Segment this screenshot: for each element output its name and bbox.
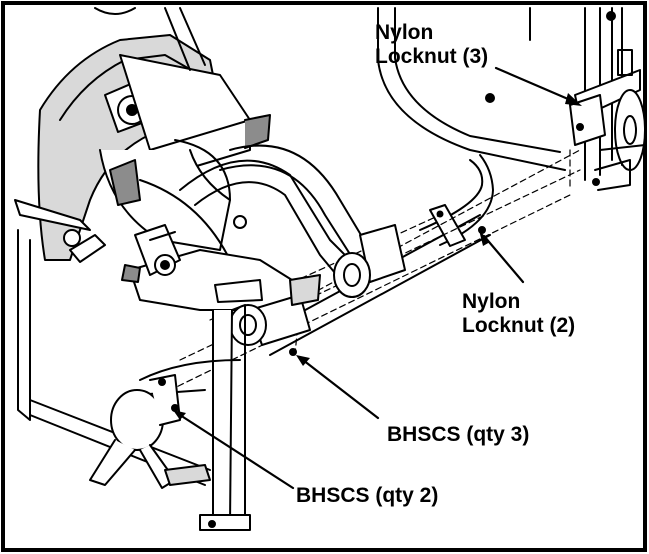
right-upright-frame: [377, 7, 646, 191]
console-assembly: [37, 34, 271, 261]
left-base-frame: [17, 229, 251, 531]
callout-line: Locknut (3): [375, 45, 489, 68]
handlebar-arms: [14, 144, 371, 286]
pivot-linkage: [121, 215, 301, 311]
arrow-heads: [173, 93, 582, 420]
callout-line: Nylon: [462, 290, 521, 313]
top-column: [94, 7, 206, 71]
pivot-bracket: [89, 374, 211, 489]
tube-cylinders: [229, 224, 406, 356]
leader-arrows: [178, 66, 577, 490]
callout-nylon-locknut-3: Nylon Locknut (3): [375, 21, 488, 69]
callout-bhscs-qty-3: BHSCS (qty 3): [387, 423, 530, 446]
callout-line: Locknut (2): [462, 314, 576, 337]
callout-bhscs-qty-2: BHSCS (qty 2): [296, 484, 439, 507]
callout-nylon-locknut-2: Nylon Locknut (2): [462, 290, 575, 338]
callout-line: Nylon: [375, 21, 434, 44]
